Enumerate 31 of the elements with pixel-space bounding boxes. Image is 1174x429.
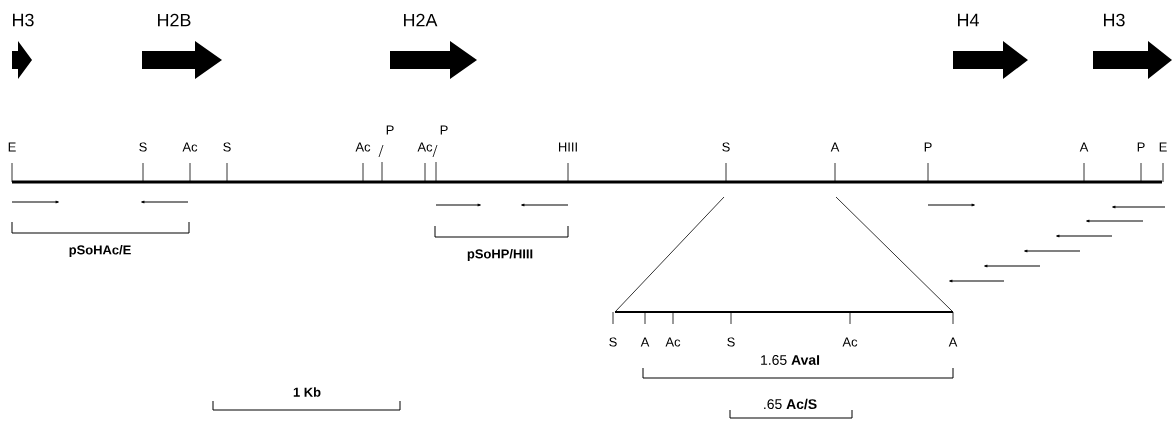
site-label: P — [1137, 142, 1145, 152]
gene-label: H3 — [13, 13, 34, 27]
fragment-label: 1.65 AvaI — [761, 355, 820, 365]
gene-label: H2B — [158, 13, 191, 27]
site-label: A — [830, 142, 840, 152]
site-label: A — [948, 337, 958, 347]
site-label: A — [1079, 142, 1089, 152]
site-label: HIII — [559, 142, 577, 152]
site-label: P — [924, 142, 932, 152]
site-label: S — [722, 142, 730, 152]
site-label: Ac — [842, 337, 858, 347]
site-label: S — [139, 142, 147, 152]
site-label: S — [727, 337, 735, 347]
fragment-label: .65 Ac/S — [764, 398, 817, 410]
site-label: Ac — [355, 142, 371, 152]
site-label: S — [609, 337, 617, 347]
gene-label: H3 — [1104, 13, 1125, 27]
site-label: P — [386, 125, 394, 135]
site-label: Ac — [182, 142, 198, 152]
site-label: Ac — [665, 337, 681, 347]
scale-label: 1 Kb — [293, 387, 321, 397]
site-label: Ac — [417, 142, 433, 152]
site-label: E — [8, 142, 16, 152]
site-label: P — [440, 125, 448, 135]
site-label: A — [640, 337, 650, 347]
gene-label: H2A — [404, 13, 438, 27]
clone-label: pSoHP/HIII — [467, 248, 533, 262]
clone-label: pSoHAc/E — [69, 244, 131, 258]
gene-label: H4 — [958, 13, 979, 27]
site-label: S — [223, 142, 231, 152]
site-label: E — [1159, 142, 1167, 152]
